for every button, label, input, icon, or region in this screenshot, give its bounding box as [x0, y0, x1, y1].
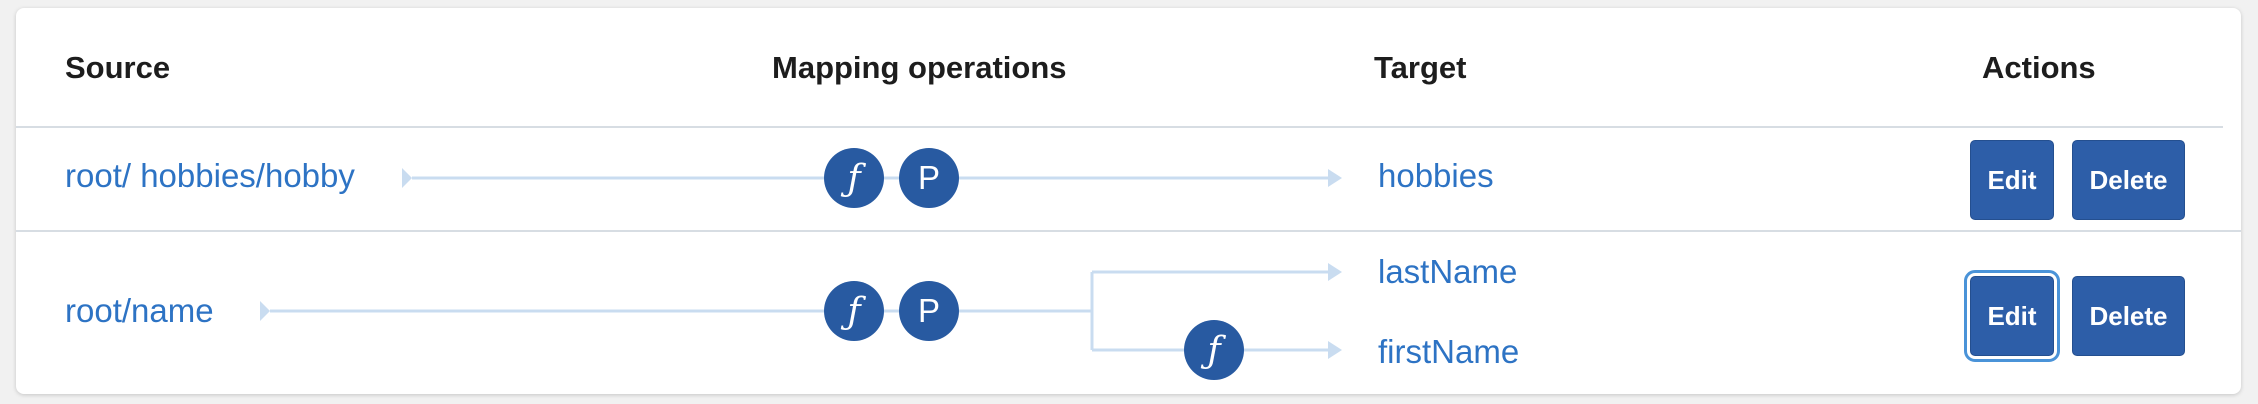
row-1-target-link[interactable]: hobbies — [1378, 157, 1494, 194]
row-2-function-icon[interactable]: ƒ — [824, 281, 884, 341]
row-1-delete-button[interactable]: Delete — [2072, 140, 2185, 220]
row-2-firstname-function-icon[interactable]: ƒ — [1184, 320, 1244, 380]
header-divider — [16, 126, 2223, 128]
row-2-edit-button[interactable]: Edit — [1964, 270, 2060, 362]
column-header-actions: Actions — [1982, 50, 2096, 85]
row-2-target-firstname-link[interactable]: firstName — [1378, 333, 1520, 370]
row-2-p-icon[interactable]: P — [899, 281, 959, 341]
row-2-lastname-arrow — [1328, 263, 1342, 281]
row-2-firstname-arrow — [1328, 341, 1342, 359]
row-1-function-icon[interactable]: ƒ — [824, 148, 884, 208]
row-2-delete-button[interactable]: Delete — [2072, 276, 2185, 356]
row-divider — [16, 230, 2241, 232]
column-header-mapping-operations: Mapping operations — [772, 50, 1067, 85]
row-2-target-lastname-link[interactable]: lastName — [1378, 253, 1518, 290]
column-header-source: Source — [65, 50, 171, 85]
mapping-connectors — [260, 168, 1342, 359]
row-2-source-start-marker — [260, 301, 270, 321]
row-2-source-link[interactable]: root/name — [65, 292, 214, 329]
row-1-source-link[interactable]: root/ hobbies/hobby — [65, 157, 355, 194]
row-1-target-arrow — [1328, 169, 1342, 187]
row-1-source-start-marker — [402, 168, 412, 188]
column-header-target: Target — [1374, 50, 1467, 85]
row-1-p-icon[interactable]: P — [899, 148, 959, 208]
mappings-table: Source Mapping operations Target Actions… — [16, 8, 2241, 394]
row-1-edit-button[interactable]: Edit — [1970, 140, 2054, 220]
